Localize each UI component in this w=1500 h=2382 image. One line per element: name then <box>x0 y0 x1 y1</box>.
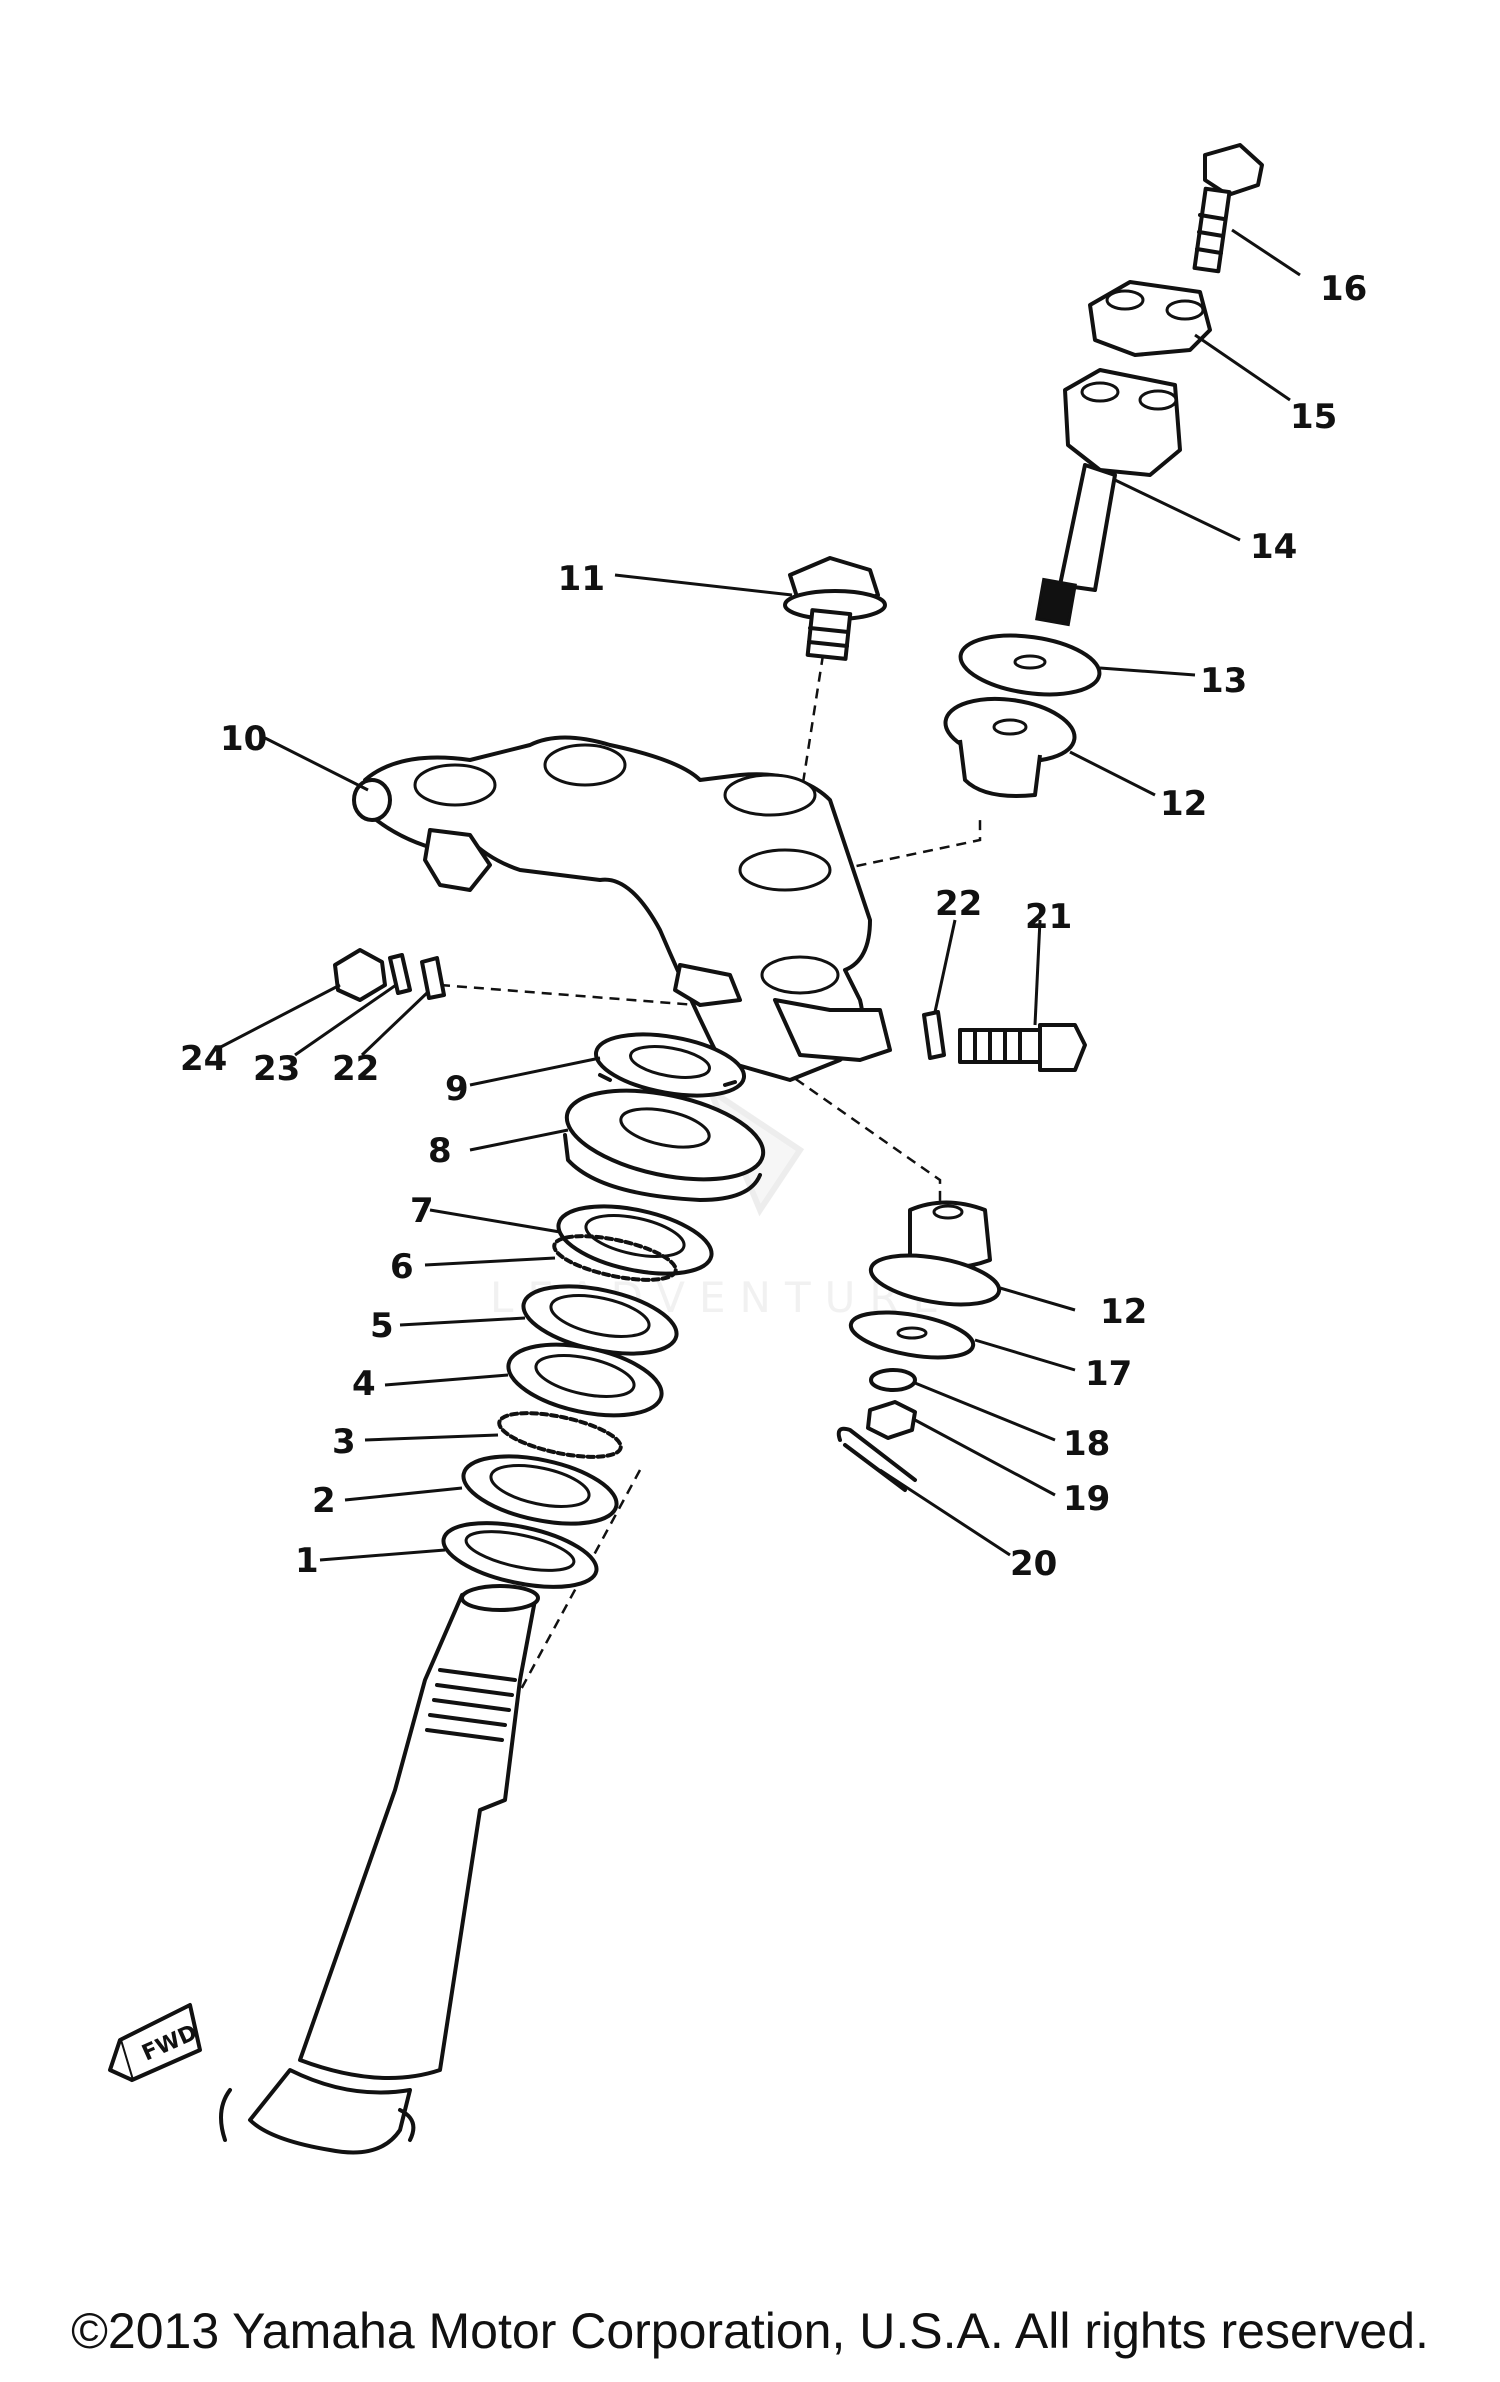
part-15-handlebar-clamp-cap <box>1088 280 1212 357</box>
callout-12-lower: 12 <box>1100 1292 1147 1332</box>
part-7-race <box>556 1204 714 1276</box>
callout-16: 16 <box>1320 269 1367 309</box>
part-18-spring-washer <box>869 1368 917 1392</box>
part-21-pinch-bolt <box>958 1023 1087 1072</box>
part-22-spring-washer-right <box>922 1010 946 1060</box>
part-23-washer <box>388 953 412 995</box>
part-17-washer <box>848 1310 976 1360</box>
callout-7: 7 <box>410 1191 434 1231</box>
part-1-seal <box>441 1521 599 1589</box>
callout-22-left: 22 <box>332 1049 379 1089</box>
part-16-bolt <box>1192 143 1264 274</box>
copyright-notice: ©2013 Yamaha Motor Corporation, U.S.A. A… <box>71 2303 1429 2359</box>
part-12-damper-upper <box>943 696 1077 798</box>
callout-5: 5 <box>370 1306 394 1346</box>
callout-23: 23 <box>253 1049 300 1089</box>
callout-17: 17 <box>1085 1354 1132 1394</box>
part-20-cotter-pin <box>836 1426 917 1492</box>
part-13-washer <box>958 633 1102 697</box>
leader-lines <box>214 228 1301 1562</box>
part-6-ball-bearings <box>552 1234 678 1282</box>
callout-13: 13 <box>1200 661 1247 701</box>
part-19-nut <box>866 1400 917 1440</box>
callout-24: 24 <box>180 1039 227 1079</box>
callout-22-right: 22 <box>935 884 982 924</box>
callout-12-upper: 12 <box>1160 784 1207 824</box>
callout-1: 1 <box>295 1541 319 1581</box>
callout-4: 4 <box>352 1364 376 1404</box>
callout-19: 19 <box>1063 1479 1110 1519</box>
callout-18: 18 <box>1063 1424 1110 1464</box>
fwd-arrow-icon: FWD <box>108 2003 202 2082</box>
callout-8: 8 <box>428 1131 452 1171</box>
callout-11: 11 <box>558 559 605 599</box>
callout-14: 14 <box>1250 527 1297 567</box>
part-24-nut <box>333 948 387 1002</box>
part-12-damper-lower <box>868 1200 1002 1307</box>
callout-3: 3 <box>332 1422 356 1462</box>
callout-6: 6 <box>390 1247 414 1287</box>
callout-21: 21 <box>1025 897 1072 937</box>
part-10-under-bracket <box>352 735 892 1082</box>
part-11-stem-bolt <box>783 556 887 661</box>
part-2-race <box>461 1454 619 1526</box>
callout-15: 15 <box>1290 397 1337 437</box>
steering-stem <box>219 1584 540 2155</box>
callout-2: 2 <box>312 1481 336 1521</box>
callout-10: 10 <box>220 719 267 759</box>
part-22-spring-washer-left <box>420 956 446 1000</box>
part-14-handlebar-holder <box>1035 368 1182 627</box>
callout-20: 20 <box>1010 1544 1057 1584</box>
part-3-ball-bearings <box>497 1411 623 1459</box>
part-8-bearing-cover <box>563 1088 766 1202</box>
callout-labels: 16 15 14 13 12 11 10 22 21 24 23 22 9 8 … <box>180 269 1367 1584</box>
part-4-race <box>506 1342 664 1418</box>
callout-9: 9 <box>445 1069 469 1109</box>
